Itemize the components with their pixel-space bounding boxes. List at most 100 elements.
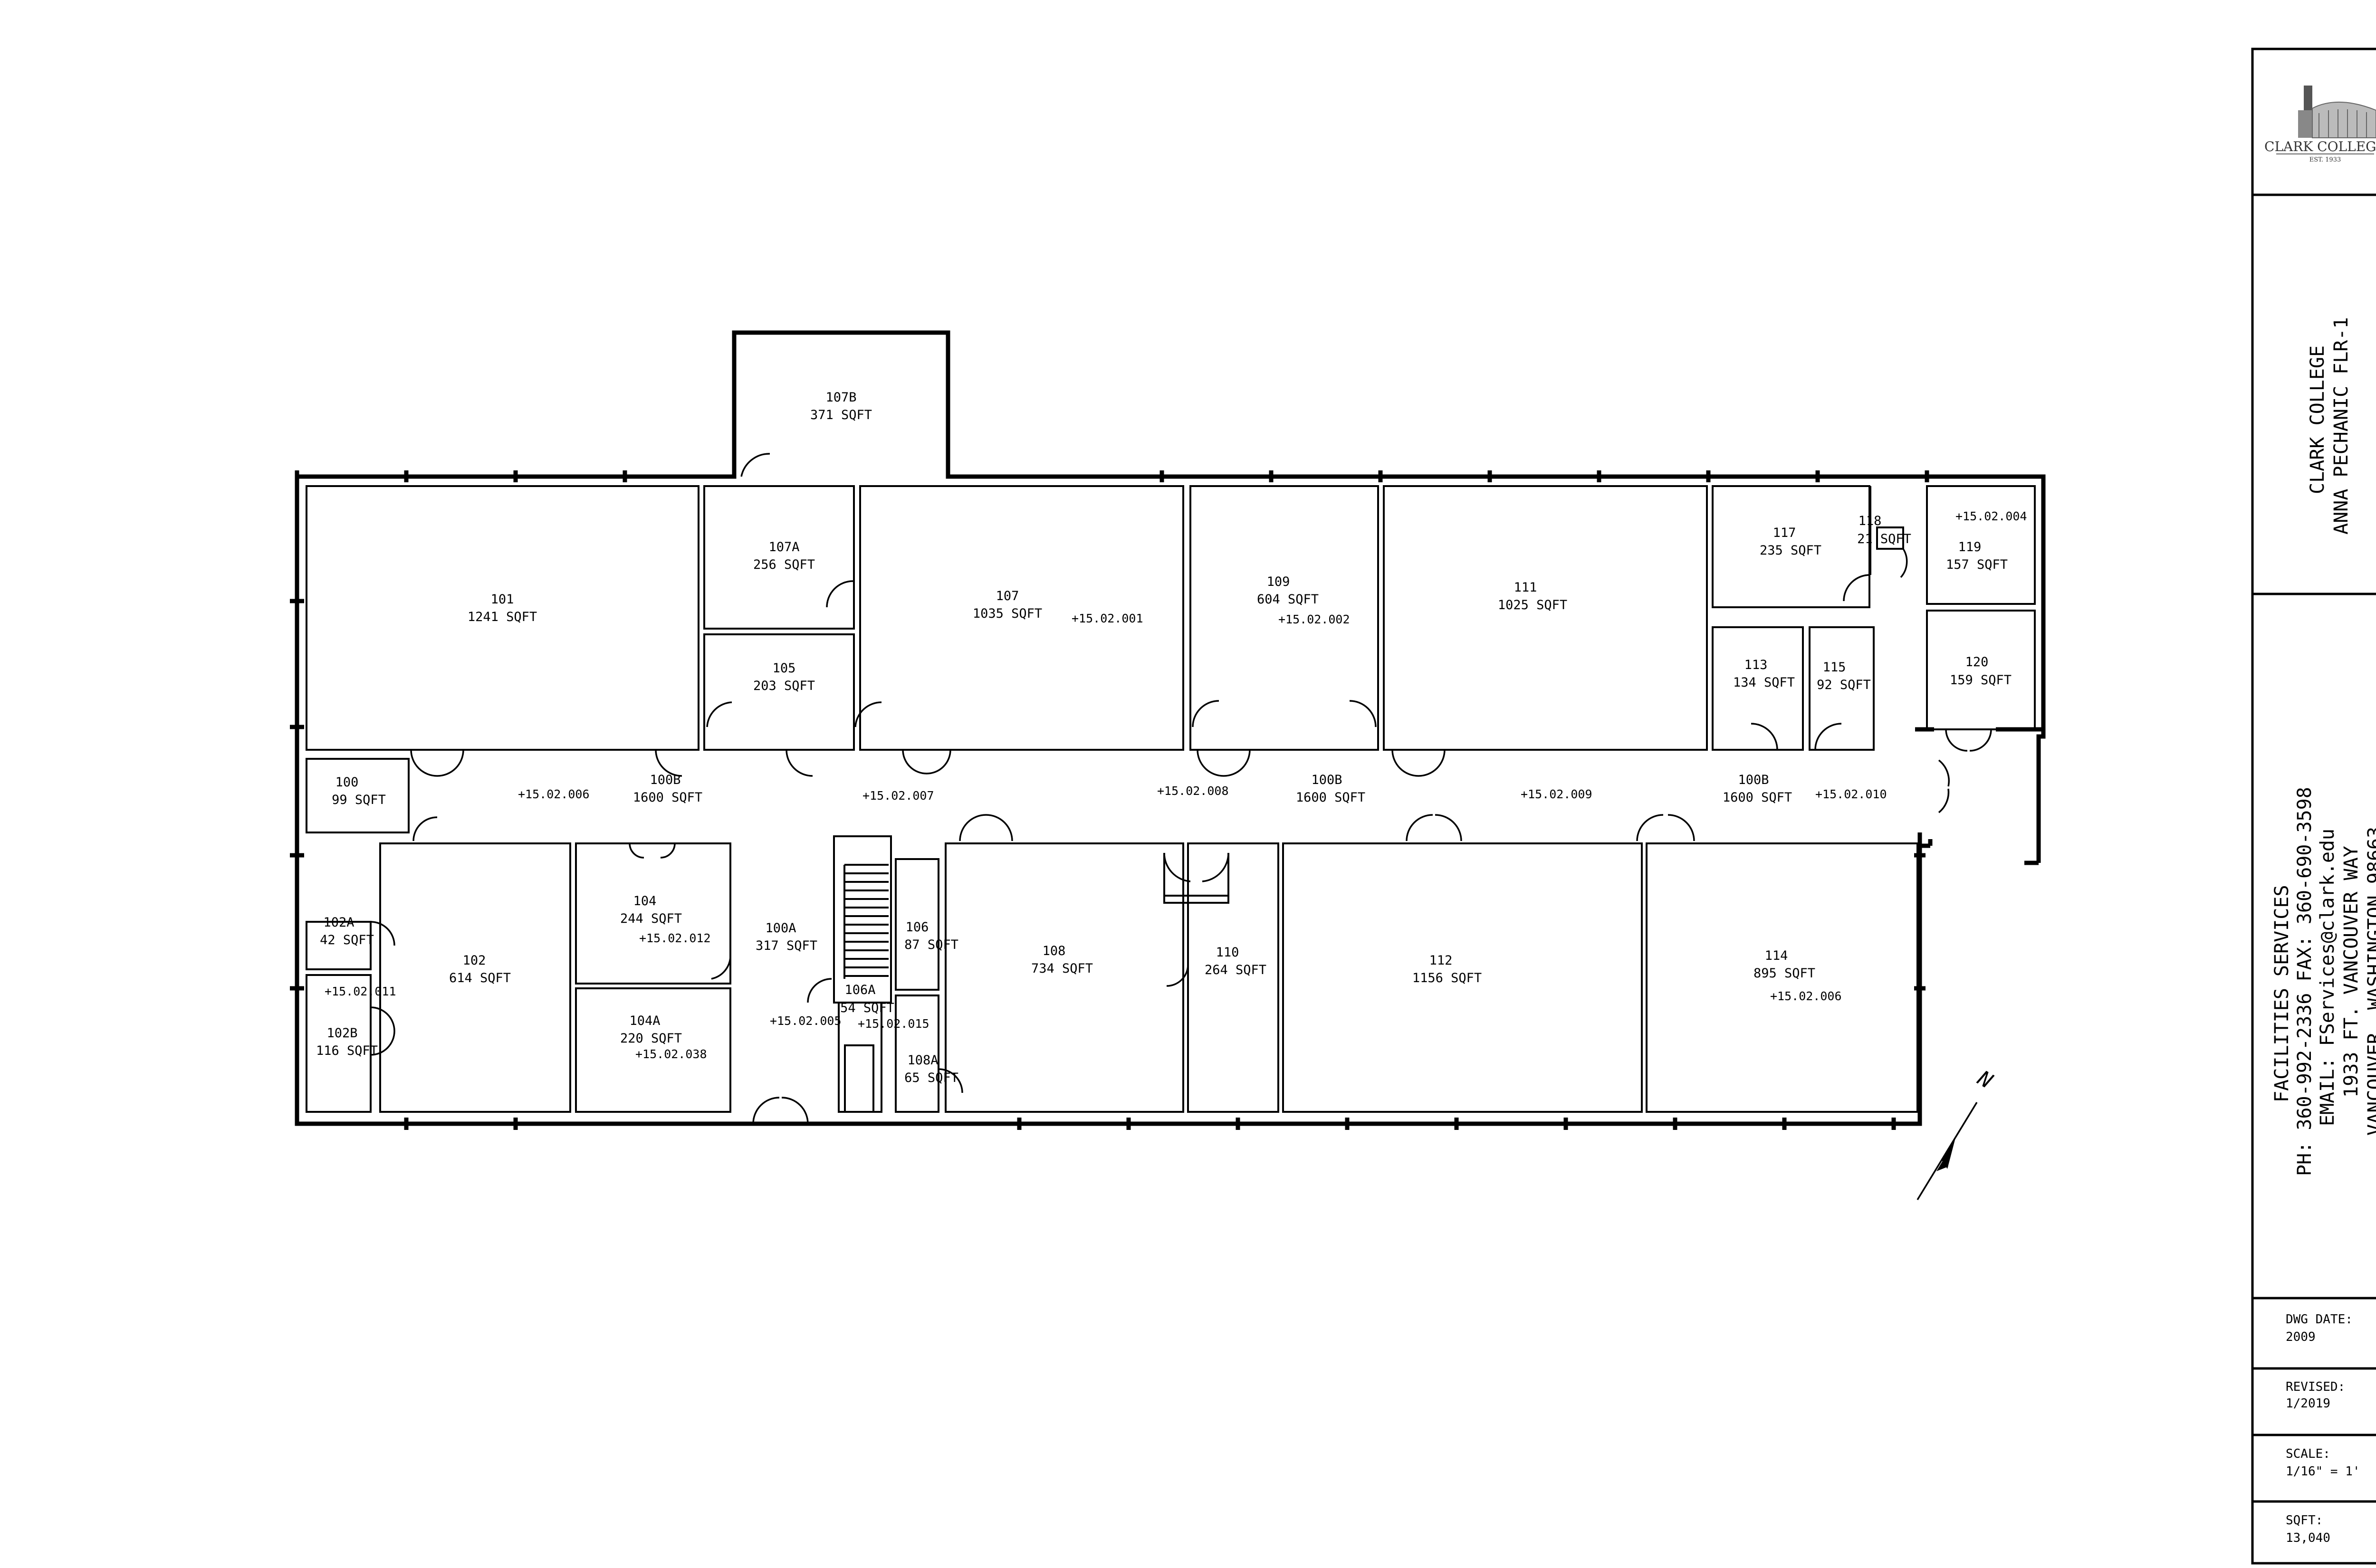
dept-name: FACILITIES SERVICES	[2271, 885, 2293, 1102]
vestibule	[1163, 853, 1229, 904]
room-area: 92 SQFT	[1817, 678, 1871, 692]
room-number: 110	[1216, 945, 1239, 960]
revised-value: 1/2019	[2286, 1396, 2330, 1411]
room-number: 112	[1429, 953, 1453, 968]
wall-ticks	[290, 470, 1929, 1130]
room-number: 118	[1859, 514, 1882, 528]
locator-tag: +15.02.015	[858, 1017, 929, 1031]
room-area: 1600 SQFT	[1296, 790, 1365, 805]
room-area: 157 SQFT	[1946, 557, 2008, 572]
room-number: 113	[1744, 658, 1768, 672]
locator-tag: +15.02.006	[1770, 989, 1842, 1003]
room-area: 256 SQFT	[753, 557, 815, 572]
clark-college-logo: CLARK COLLEGE EST. 1933	[2264, 86, 2376, 163]
scale-value: 1/16" = 1'	[2286, 1464, 2360, 1479]
room-area: 604 SQFT	[1257, 592, 1319, 607]
logo-text: CLARK COLLEGE	[2264, 139, 2376, 154]
room-number: 117	[1773, 526, 1796, 540]
room-area: 1035 SQFT	[973, 606, 1042, 621]
north-label: N	[1973, 1066, 1997, 1093]
room-area: 1600 SQFT	[633, 790, 702, 805]
sqft-value: 13,040	[2286, 1531, 2330, 1545]
room-area: 264 SQFT	[1205, 963, 1266, 977]
room-number: 107A	[768, 540, 799, 555]
room-area: 99 SQFT	[332, 793, 386, 807]
sqft-label: SQFT:	[2286, 1513, 2323, 1528]
room-area: 317 SQFT	[756, 938, 817, 953]
room-number: 109	[1267, 574, 1290, 589]
scale-label: SCALE:	[2286, 1447, 2330, 1461]
room-number: 102B	[326, 1026, 357, 1041]
room-number: 120	[1965, 655, 1989, 669]
dept-email: EMAIL: FServices@clark.edu	[2317, 829, 2338, 1126]
dwg-date-label: DWG DATE:	[2286, 1312, 2353, 1327]
room-number: 100B	[650, 773, 680, 787]
title-block: CLARK COLLEGE EST. 1933 CLARK COLLEGE AN…	[2251, 48, 2376, 1565]
locator-tag: +15.02.007	[862, 789, 934, 803]
room-area: 235 SQFT	[1760, 543, 1821, 558]
exterior-walls	[295, 330, 2046, 1126]
locator-tag: +15.02.012	[639, 931, 711, 945]
south-rooms	[306, 758, 1918, 1113]
room-area: 116 SQFT	[316, 1043, 378, 1058]
locator-tag: +15.02.005	[770, 1014, 842, 1028]
locator-tags: +15.02.001 +15.02.002 +15.02.004 +15.02.…	[325, 509, 2027, 1061]
doors	[370, 453, 1992, 1124]
dept-city: VANCOUVER, WASHINGTON 98663	[2364, 827, 2376, 1136]
locator-tag: +15.02.010	[1815, 787, 1887, 801]
locator-tag: +15.02.004	[1955, 509, 2027, 523]
locator-tag: +15.02.009	[1521, 787, 1592, 801]
room-number: 104	[633, 894, 657, 908]
room-area: 1600 SQFT	[1723, 790, 1792, 805]
room-area: 1241 SQFT	[468, 610, 537, 624]
room-area: 371 SQFT	[810, 408, 872, 422]
room-number: 111	[1514, 580, 1537, 595]
room-area: 87 SQFT	[904, 937, 958, 952]
room-area: 614 SQFT	[449, 971, 511, 985]
room-area: 1025 SQFT	[1498, 598, 1567, 612]
room-area: 134 SQFT	[1733, 675, 1795, 690]
room-area: 21 SQFT	[1857, 532, 1911, 546]
north-rooms	[306, 485, 2036, 751]
locator-tag: +15.02.008	[1157, 784, 1229, 798]
room-area: 244 SQFT	[620, 911, 682, 926]
room-area: 895 SQFT	[1753, 966, 1815, 981]
room-area: 54 SQFT	[840, 1001, 894, 1015]
room-number: 107B	[825, 390, 856, 405]
room-labels: 101 1241 SQFT 107B 371 SQFT 107A 256 SQF…	[316, 390, 2012, 1085]
room-number: 100B	[1738, 773, 1769, 787]
room-number: 100	[335, 775, 359, 790]
room-area: 1156 SQFT	[1412, 971, 1482, 985]
room-number: 100A	[765, 921, 796, 936]
stair	[833, 835, 892, 1004]
room-number: 101	[491, 592, 514, 607]
room-number: 106A	[844, 983, 875, 997]
room-number: 119	[1958, 540, 1982, 555]
room-number: 108A	[907, 1053, 938, 1068]
dept-phone: PH: 360-992-2336 FAX: 360-690-3598	[2294, 787, 2316, 1176]
room-area: 203 SQFT	[753, 679, 815, 693]
room-area: 42 SQFT	[320, 933, 374, 947]
revised-label: REVISED:	[2286, 1380, 2345, 1394]
room-number: 115	[1823, 660, 1846, 675]
logo-est: EST. 1933	[2309, 156, 2341, 163]
locator-tag: +15.02.011	[325, 985, 396, 998]
room-number: 105	[773, 661, 796, 676]
dwg-date-value: 2009	[2286, 1330, 2316, 1344]
drawing-title: CLARK COLLEGE	[2307, 345, 2328, 494]
locator-tag: +15.02.001	[1072, 612, 1143, 625]
room-area: 734 SQFT	[1031, 961, 1093, 976]
room-number: 107	[996, 589, 1019, 603]
room-number: 108	[1043, 944, 1066, 958]
room-number: 102A	[323, 915, 354, 930]
room-number: 104A	[629, 1013, 660, 1028]
room-area: 220 SQFT	[620, 1031, 682, 1046]
locator-tag: +15.02.006	[518, 787, 590, 801]
dept-address: 1933 FT. VANCOUVER WAY	[2340, 846, 2362, 1098]
room-area: 159 SQFT	[1950, 673, 2012, 688]
room-number: 106	[906, 920, 929, 935]
north-arrow: N	[1916, 1066, 1997, 1200]
room-area: 65 SQFT	[904, 1071, 958, 1085]
locator-tag: +15.02.002	[1278, 612, 1350, 626]
